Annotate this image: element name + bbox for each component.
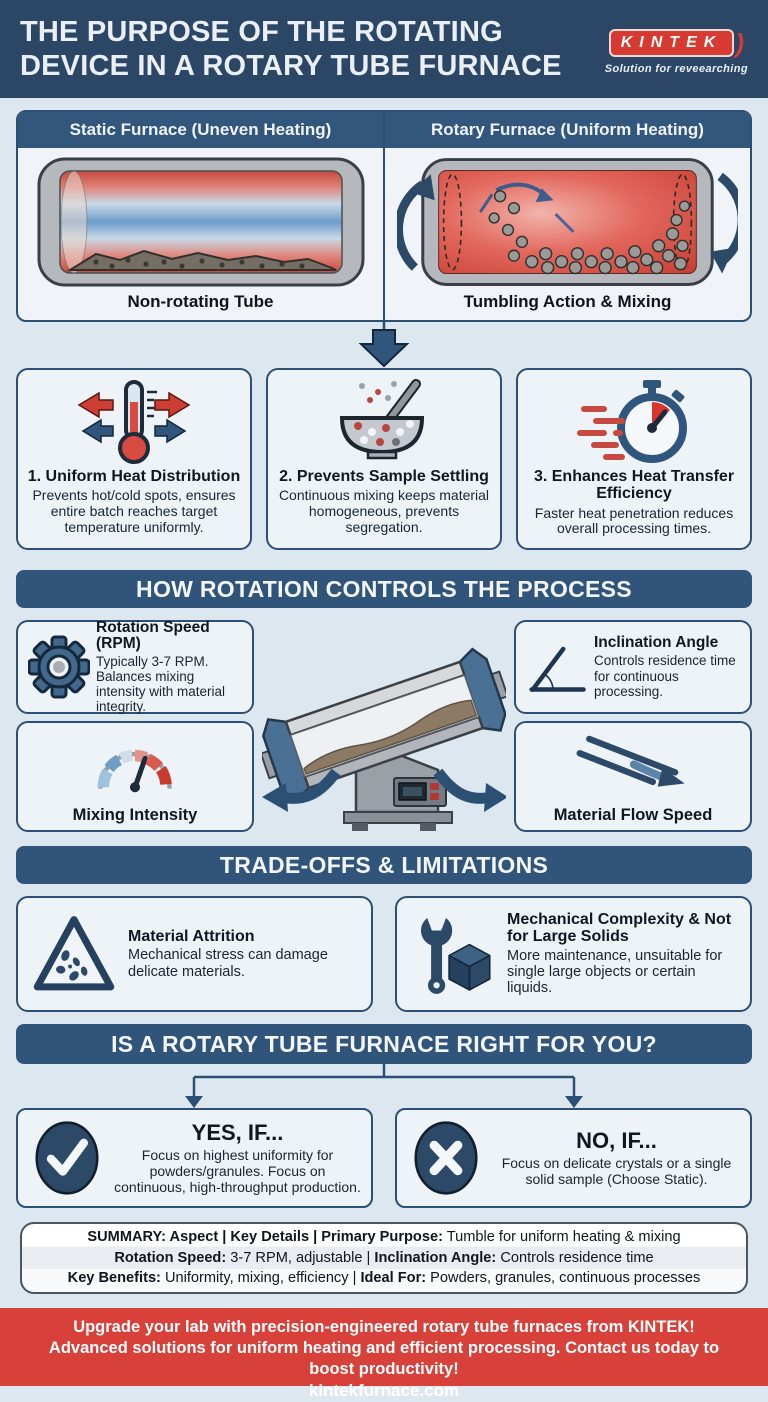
chute-icon (558, 731, 708, 793)
rotary-furnace-caption: Tumbling Action & Mixing (463, 292, 672, 311)
benefit-text: Continuous mixing keeps material homogen… (278, 487, 490, 535)
footer-text: Upgrade your lab with precision-engineer… (48, 1318, 720, 1378)
static-tube-illustration (18, 148, 383, 290)
no-card: NO, IF... Focus on delicate crystals or … (395, 1108, 752, 1208)
inclination-angle-text: Controls residence time for continuous p… (594, 653, 736, 699)
logo-bracket-icon: ) (735, 27, 744, 58)
decision-branch-connector (0, 1064, 768, 1108)
panel-divider (383, 112, 385, 320)
mixing-intensity-card: Mixing Intensity (16, 721, 254, 832)
stopwatch-icon (569, 376, 699, 468)
mixing-bowl-icon (324, 376, 444, 468)
footer-cta: Upgrade your lab with precision-engineer… (0, 1308, 768, 1400)
benefit-text: Faster heat penetration reduces overall … (534, 504, 734, 537)
page-title-line1: THE PURPOSE OF THE ROTATING (20, 15, 503, 48)
tradeoff-title: Mechanical Complexity & Not for Large So… (507, 911, 732, 946)
static-furnace-caption: Non-rotating Tube (127, 292, 274, 311)
rotation-speed-title: Rotation Speed (RPM) (96, 618, 210, 652)
summary-line-2: Rotation Speed: 3-7 RPM, adjustable | In… (114, 1249, 654, 1266)
tradeoff-text: More maintenance, unsuitable for single … (507, 947, 723, 997)
warning-triangle-icon (30, 911, 118, 997)
summary-box: SUMMARY: Aspect | Key Details | Primary … (20, 1222, 748, 1294)
logo-tagline: Solution for reveearching (604, 62, 748, 75)
static-furnace-panel: Static Furnace (Uneven Heating) (18, 112, 383, 320)
process-section: Rotation Speed (RPM) Typically 3-7 RPM. … (16, 618, 752, 832)
mechanical-complexity-card: Mechanical Complexity & Not for Large So… (395, 896, 752, 1012)
material-attrition-card: Material Attrition Mechanical stress can… (16, 896, 373, 1012)
benefit-title: 3. Enhances Heat Transfer Efficiency (533, 468, 735, 503)
mixing-intensity-label: Mixing Intensity (72, 806, 198, 824)
rotary-furnace-illustration (262, 620, 506, 832)
page-title: THE PURPOSE OF THE ROTATING DEVICE IN A … (20, 15, 562, 83)
decision-banner: IS A ROTARY TUBE FURNACE RIGHT FOR YOU? (16, 1024, 752, 1064)
benefit-card-sample-settling: 2. Prevents Sample Settling Continuous m… (266, 368, 502, 550)
x-circle-icon (407, 1116, 485, 1200)
summary-line-3: Key Benefits: Uniformity, mixing, effici… (67, 1270, 701, 1287)
inclination-angle-card: Inclination Angle Controls residence tim… (514, 620, 752, 714)
yes-title: YES, IF... (191, 1120, 284, 1146)
tradeoff-text: Mechanical stress can damage delicate ma… (128, 947, 328, 980)
kintek-logo: KINTEK ) Solution for reveearching (605, 28, 748, 75)
no-text: Focus on delicate crystals or a single s… (501, 1155, 732, 1187)
benefits-row: 1. Uniform Heat Distribution Prevents ho… (0, 368, 768, 550)
wrench-cube-icon (409, 908, 497, 1000)
static-furnace-title: Static Furnace (Uneven Heating) (18, 112, 383, 148)
footer-url: kintekfurnace.com (308, 1381, 460, 1401)
benefit-card-heat-transfer: 3. Enhances Heat Transfer Efficiency Fas… (516, 368, 752, 550)
tradeoffs-banner: TRADE-OFFS & LIMITATIONS (16, 846, 752, 884)
tradeoffs-row: Material Attrition Mechanical stress can… (16, 896, 752, 1012)
kintek-logo-box: KINTEK (608, 29, 735, 57)
benefit-text: Prevents hot/cold spots, ensures entire … (32, 487, 236, 535)
process-banner: HOW ROTATION CONTROLS THE PROCESS (16, 570, 752, 608)
thermometer-arrows-icon (69, 376, 199, 468)
check-circle-icon (28, 1116, 106, 1200)
inclination-angle-title: Inclination Angle (594, 634, 719, 652)
page-title-line2: DEVICE IN A ROTARY TUBE FURNACE (20, 50, 562, 82)
gauge-icon (65, 731, 205, 793)
rotary-furnace-panel: Rotary Furnace (Uniform Heating) Tumblin… (385, 112, 750, 320)
summary-line-1: SUMMARY: Aspect | Key Details | Primary … (87, 1229, 681, 1246)
material-flow-card: Material Flow Speed (514, 721, 752, 832)
material-flow-label: Material Flow Speed (553, 806, 713, 824)
no-title: NO, IF... (576, 1128, 657, 1154)
angle-icon (524, 634, 590, 700)
benefit-title: 1. Uniform Heat Distribution (27, 468, 241, 485)
rotary-tube-illustration (385, 148, 750, 290)
decision-row: YES, IF... Focus on highest uniformity f… (0, 1108, 768, 1208)
benefit-card-uniform-heat: 1. Uniform Heat Distribution Prevents ho… (16, 368, 252, 550)
yes-card: YES, IF... Focus on highest uniformity f… (16, 1108, 373, 1208)
header: THE PURPOSE OF THE ROTATING DEVICE IN A … (0, 0, 768, 98)
gear-icon (26, 634, 92, 700)
comparison-panel: Static Furnace (Uneven Heating) (16, 110, 752, 322)
rotation-speed-card: Rotation Speed (RPM) Typically 3-7 RPM. … (16, 618, 254, 715)
rotation-speed-text: Typically 3-7 RPM. Balances mixing inten… (96, 654, 226, 715)
yes-text: Focus on highest uniformity for powders/… (114, 1147, 361, 1195)
flow-down-arrow (0, 322, 768, 368)
benefit-title: 2. Prevents Sample Settling (279, 468, 489, 485)
rotary-furnace-title: Rotary Furnace (Uniform Heating) (385, 112, 750, 148)
tradeoff-title: Material Attrition (128, 927, 255, 945)
